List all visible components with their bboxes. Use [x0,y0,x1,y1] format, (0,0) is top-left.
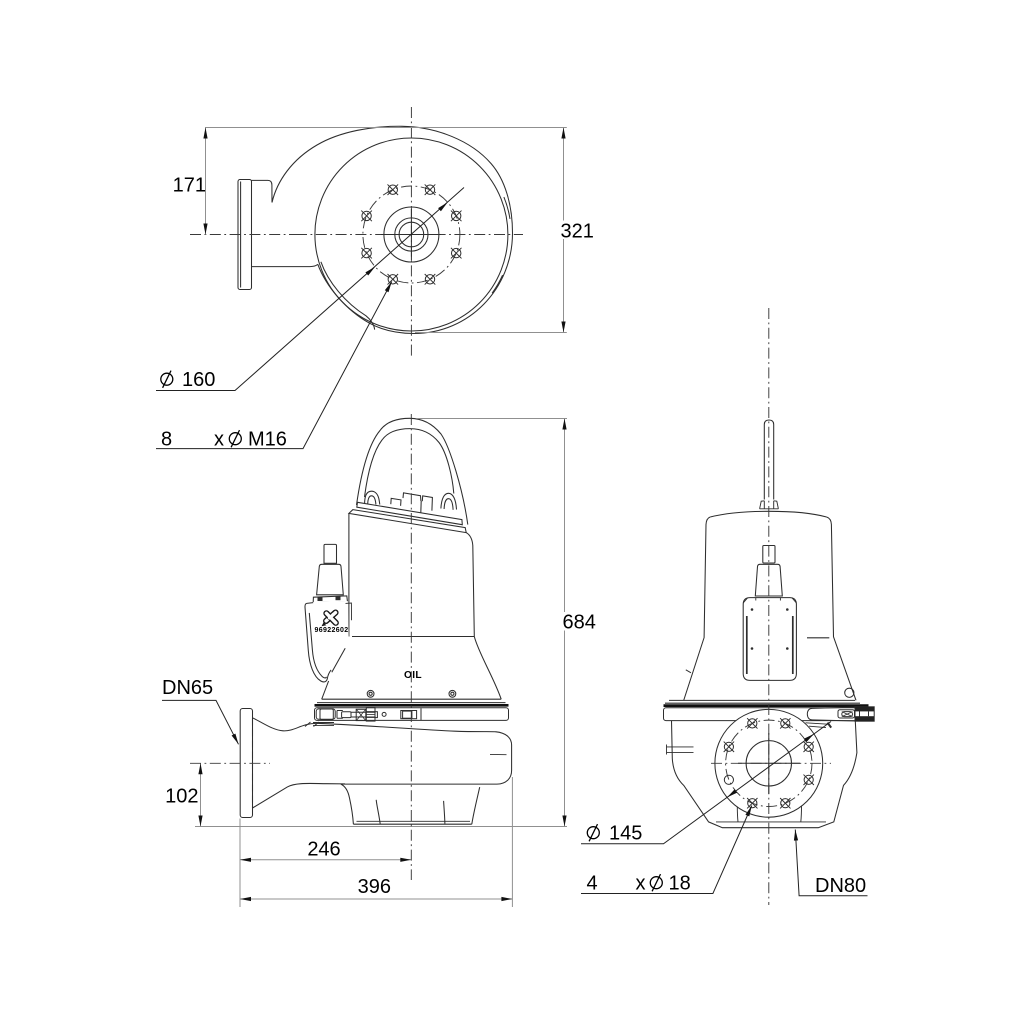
svg-text:x: x [636,873,646,895]
svg-text:246: 246 [307,839,340,861]
svg-text:102: 102 [165,786,198,808]
svg-text:96922602: 96922602 [315,627,349,634]
svg-text:x: x [214,429,224,451]
svg-text:145: 145 [609,823,642,845]
svg-text:171: 171 [173,175,206,197]
svg-text:DN65: DN65 [162,677,213,699]
svg-text:8: 8 [161,429,172,451]
svg-text:18: 18 [669,873,691,895]
svg-text:4: 4 [587,873,598,895]
svg-text:321: 321 [561,221,594,243]
svg-text:OIL: OIL [404,670,422,681]
svg-text:160: 160 [182,369,215,391]
svg-text:684: 684 [563,612,596,634]
svg-text:DN80: DN80 [815,875,866,897]
svg-text:M16: M16 [248,429,287,451]
svg-text:396: 396 [358,876,391,898]
